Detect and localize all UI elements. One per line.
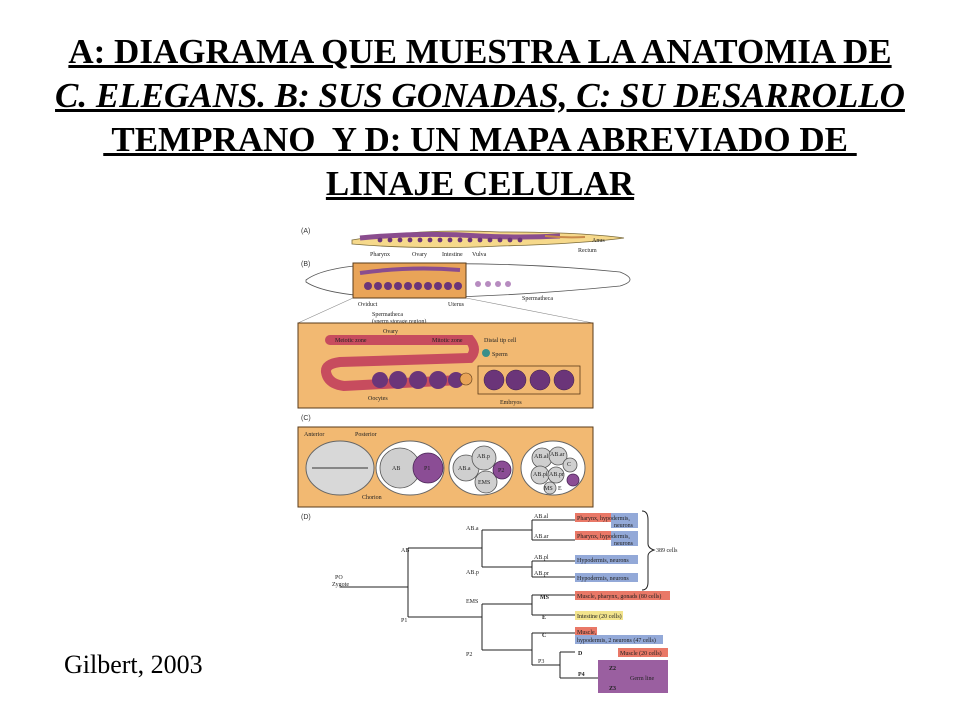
label-posterior: Posterior <box>355 432 377 438</box>
panel-c-tag: (C) <box>301 415 311 422</box>
label-distal-tip-cell: Distal tip cell <box>484 338 517 344</box>
fate-abal-1: Pharynx, hypodermis, <box>577 516 630 522</box>
label-spermatheca-right: Spermatheca <box>522 296 553 302</box>
credit: Gilbert, 2003 <box>64 650 203 679</box>
node-p1: P1 <box>401 618 407 624</box>
node-p0: PO <box>335 575 343 581</box>
label-uterus: Uterus <box>448 302 465 308</box>
label-intestine: Intestine <box>442 252 463 258</box>
leaf-z2: Z2 <box>609 666 616 672</box>
fate-c-1: Muscle, <box>577 630 597 636</box>
label-chorion: Chorion <box>362 495 382 501</box>
fate-c-2: hypodermis, 2 neurons (47 cells) <box>577 637 656 644</box>
cell-c: C <box>567 462 571 468</box>
leaf-abar: AB.ar <box>534 534 549 540</box>
leaf-abpl: AB.pl <box>534 555 549 561</box>
label-oviduct: Oviduct <box>358 302 378 308</box>
fate-abar-1: Pharynx, hypodermis, <box>577 534 630 540</box>
label-anus: Anus <box>592 238 605 244</box>
label-anterior: Anterior <box>304 432 324 438</box>
leaf-abpr: AB.pr <box>534 571 549 577</box>
title-line-2: C. ELEGANS. B: SUS GONADAS, C: SU DESARR… <box>55 76 905 115</box>
fate-abpr: Hypodermis, neurons <box>577 576 629 582</box>
cell-e: E <box>558 486 562 492</box>
node-zygote: Zygote <box>332 582 349 588</box>
title-line-1: A: DIAGRAMA QUE MUESTRA LA ANATOMIA DE <box>68 32 892 71</box>
cell-abp: AB.p <box>477 454 490 460</box>
panel-b-tag: (B) <box>301 261 310 268</box>
label-ovary-detail: Ovary <box>383 329 398 335</box>
label-spermatheca: Spermatheca <box>372 312 403 318</box>
leaf-ms: MS <box>540 595 550 601</box>
fate-abal-2: neurons <box>614 523 634 529</box>
panel-a-tag: (A) <box>301 228 310 235</box>
label-sperm: Sperm <box>492 352 508 358</box>
cell-p2: P2 <box>498 468 504 474</box>
cell-abar: AB.ar <box>550 452 565 458</box>
leaf-p4: P4 <box>578 672 585 678</box>
gonad-detail <box>297 322 594 409</box>
label-meiotic-zone: Meiotic zone <box>335 338 367 344</box>
label-ovary: Ovary <box>412 252 427 258</box>
node-p3: P3 <box>538 659 544 665</box>
worm-body-a <box>351 230 625 248</box>
label-oocytes: Oocytes <box>368 396 388 402</box>
fate-e: Intestine (20 cells) <box>577 613 622 620</box>
label-rectum: Rectum <box>578 248 597 254</box>
cell-ms: MS <box>544 486 553 492</box>
cell-p1: P1 <box>424 466 430 472</box>
cell-abpr: AB.pr <box>549 472 564 478</box>
node-aba: AB.a <box>466 526 479 532</box>
node-ab: AB <box>401 548 409 554</box>
leaf-c: C <box>542 633 546 639</box>
fate-ms: Muscle, pharynx, gonads (80 cells) <box>577 593 661 600</box>
fate-germline: Germ line <box>630 676 654 682</box>
page-title: A: DIAGRAMA QUE MUESTRA LA ANATOMIA DE C… <box>0 30 960 206</box>
worm-body-b <box>305 262 631 299</box>
node-abp: AB.p <box>466 570 479 576</box>
label-vulva: Vulva <box>472 252 487 258</box>
cell-ab: AB <box>392 466 400 472</box>
leaf-z3: Z3 <box>609 686 616 692</box>
fate-boxes <box>575 513 670 693</box>
leaf-abal: AB.al <box>534 514 548 520</box>
panel-d-tag: (D) <box>301 514 311 521</box>
label-embryos: Embryos <box>500 400 522 406</box>
leaf-e: E <box>542 615 546 621</box>
node-ems: EMS <box>466 599 478 605</box>
cell-abal: AB.al <box>534 454 548 460</box>
embryo-panel <box>297 426 594 508</box>
cell-abpl: AB.pl <box>533 472 548 478</box>
node-p2: P2 <box>466 652 472 658</box>
fate-abpl: Hypodermis, neurons <box>577 558 629 564</box>
label-pharynx: Pharynx <box>370 252 390 258</box>
fate-d: Muscle (20 cells) <box>620 650 662 657</box>
fate-abar-2: neurons <box>614 541 634 547</box>
label-mitotic-zone: Mitotic zone <box>432 338 463 344</box>
cell-ems: EMS <box>478 480 490 486</box>
leaf-d: D <box>578 651 583 657</box>
title-line-4: LINAJE CELULAR <box>325 164 635 203</box>
title-line-3: TEMPRANO Y D: UN MAPA ABREVIADO DE <box>103 120 857 159</box>
cell-aba: AB.a <box>458 466 471 472</box>
brace-label: 389 cells <box>656 548 678 554</box>
label-sperm-storage: (sperm storage region) <box>372 318 426 325</box>
